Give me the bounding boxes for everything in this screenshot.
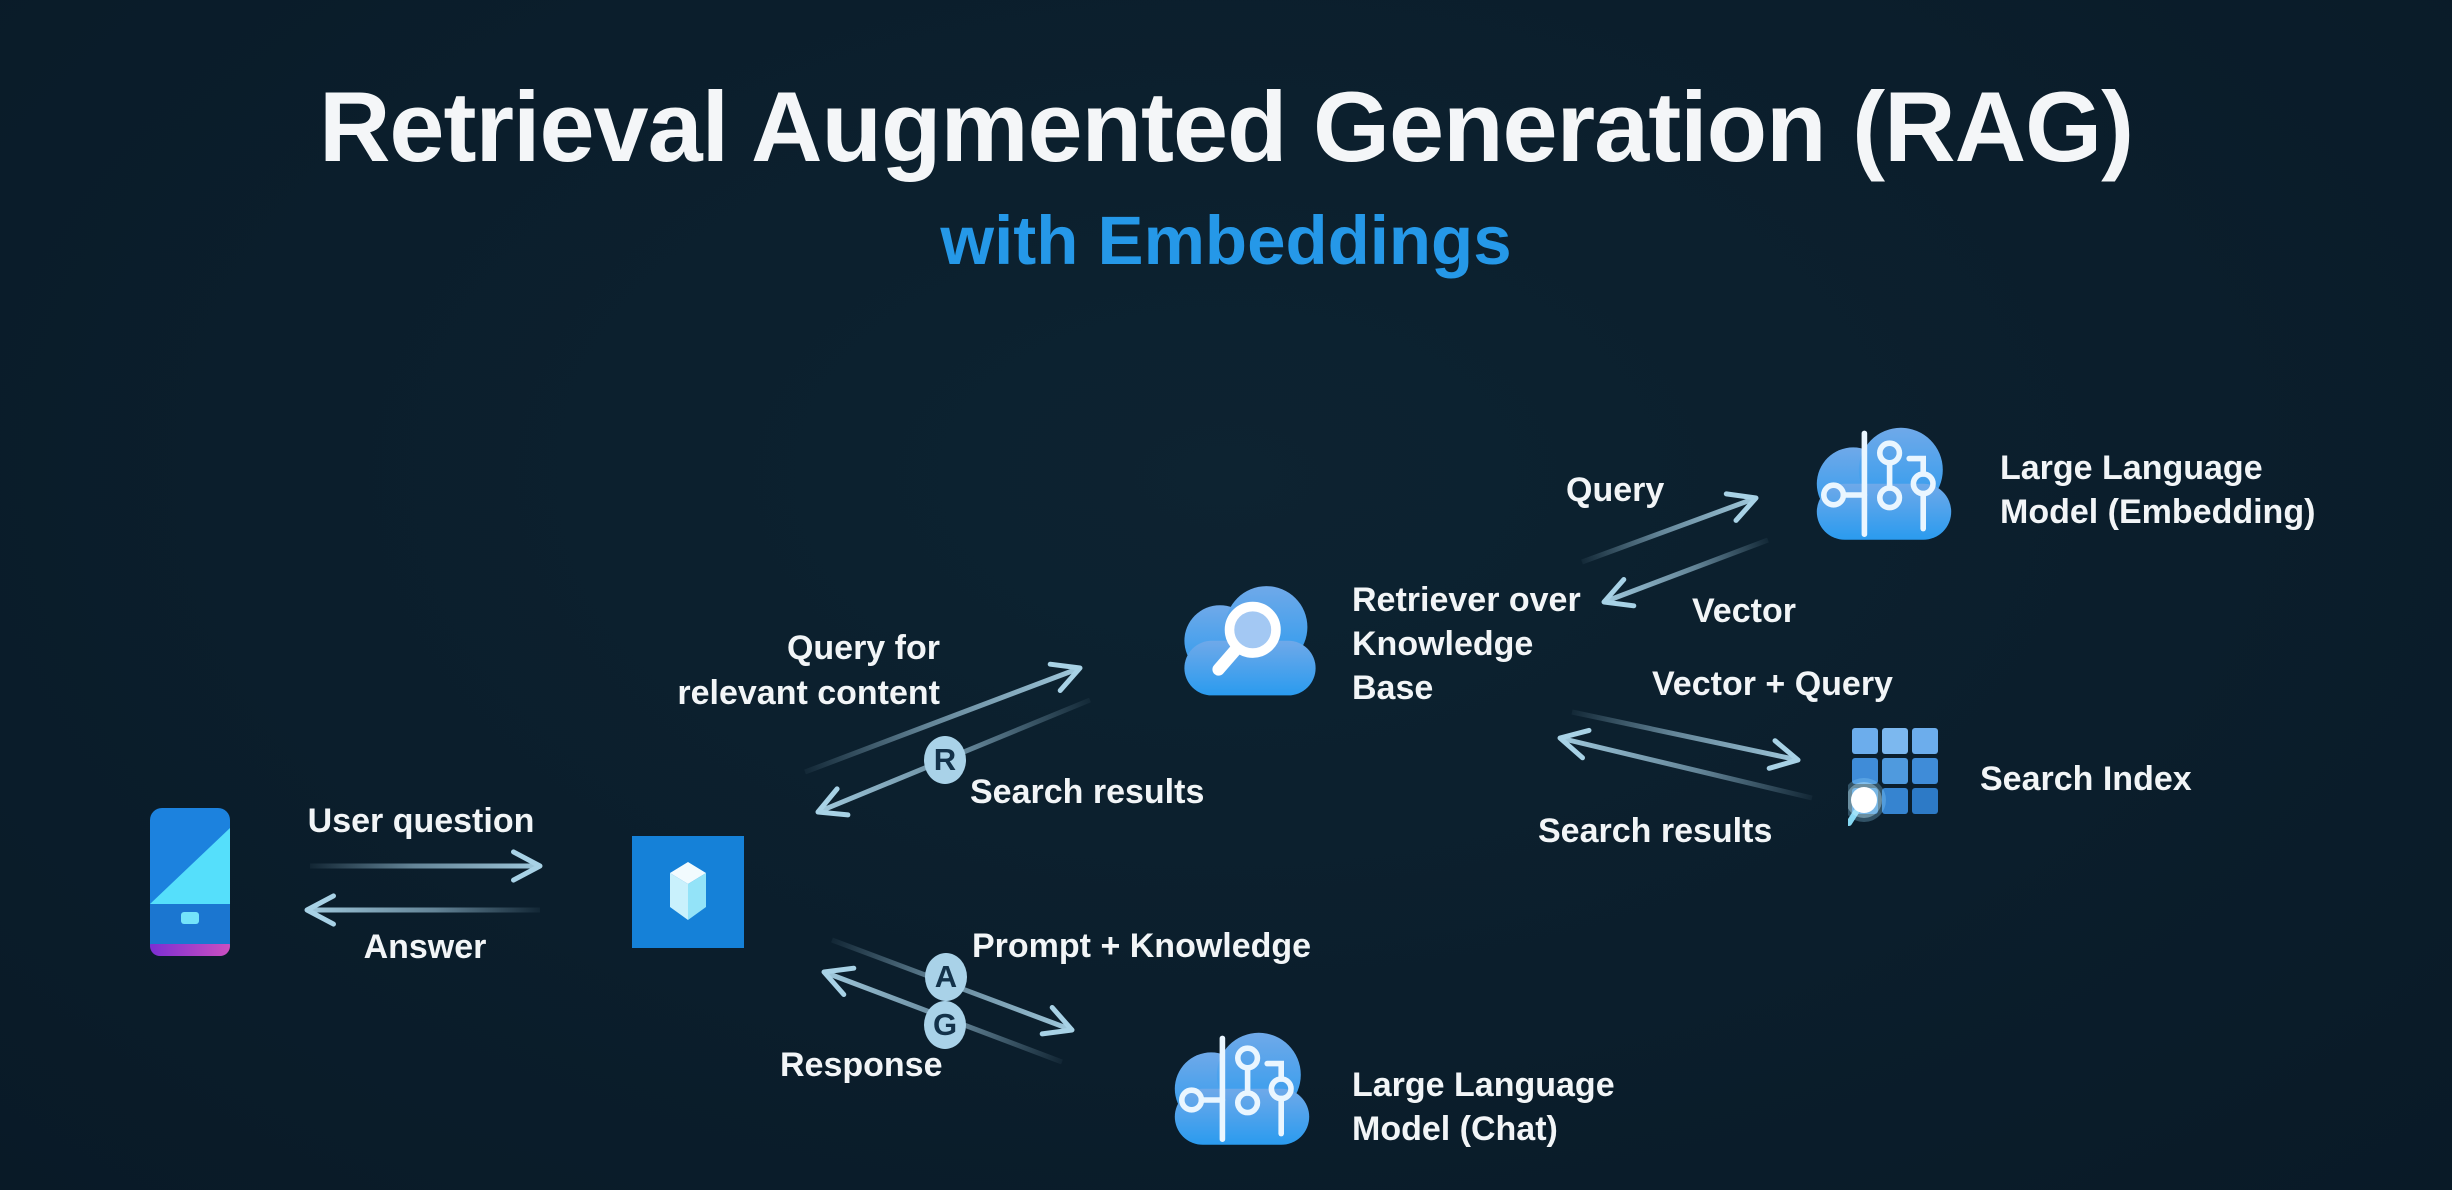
search-index-label: Search Index <box>1980 760 2192 798</box>
answer-arrow <box>304 893 540 927</box>
query-for-content-label: Query for relevant content <box>640 626 940 716</box>
vector-arrow <box>1601 537 1769 609</box>
retriever-label-line2: Knowledge <box>1352 625 1534 663</box>
llm-embedding-label-line1: Large Language <box>2000 449 2263 487</box>
cloud-circuit-icon <box>1800 410 1968 552</box>
answer-label: Answer <box>363 928 487 966</box>
retriever-label-line1: Retriever over <box>1352 581 1581 619</box>
vector-plus-query-arrow <box>1571 709 1801 771</box>
prompt-plus-knowledge-label: Prompt + Knowledge <box>972 927 1312 965</box>
vector-plus-query-label: Vector + Query <box>1652 665 1893 703</box>
llm-chat-label: Large Language Model (Chat) <box>1352 1063 1615 1151</box>
llm-embedding-label-line2: Model (Embedding) <box>2000 493 2316 531</box>
search-index-icon <box>1848 726 1942 828</box>
page-title: Retrieval Augmented Generation (RAG) <box>318 71 2134 182</box>
query-for-content-arrow <box>804 661 1083 775</box>
query-for-content-label-line2: relevant content <box>677 674 940 712</box>
llm-chat-label-line2: Model (Chat) <box>1352 1110 1558 1148</box>
prism-app-icon <box>632 836 744 948</box>
retriever-label-line3: Base <box>1352 669 1434 707</box>
retrieval-badge: R <box>924 736 966 784</box>
llm-embedding-label: Large Language Model (Embedding) <box>2000 446 2315 534</box>
cloud-circuit-icon <box>1158 1014 1326 1158</box>
generation-badge: G <box>924 1001 966 1049</box>
retriever-label: Retriever over Knowledge Base <box>1352 578 1581 710</box>
query-label: Query <box>1566 471 1665 509</box>
page-subtitle: with Embeddings <box>940 202 1512 279</box>
phone-icon <box>148 806 232 958</box>
query-for-content-label-line1: Query for <box>786 629 940 667</box>
search-results-right-label: Search results <box>1538 812 1773 850</box>
augmented-badge: A <box>925 953 967 1001</box>
user-question-label: User question <box>307 802 535 840</box>
query-arrow <box>1581 491 1759 565</box>
vector-label: Vector <box>1692 592 1796 630</box>
cloud-search-icon <box>1168 566 1332 710</box>
llm-chat-label-line1: Large Language <box>1352 1066 1615 1104</box>
search-results-left-label: Search results <box>970 773 1205 811</box>
search-results-right-arrow <box>1557 727 1813 801</box>
response-label: Response <box>780 1046 943 1084</box>
user-question-arrow <box>310 849 543 883</box>
